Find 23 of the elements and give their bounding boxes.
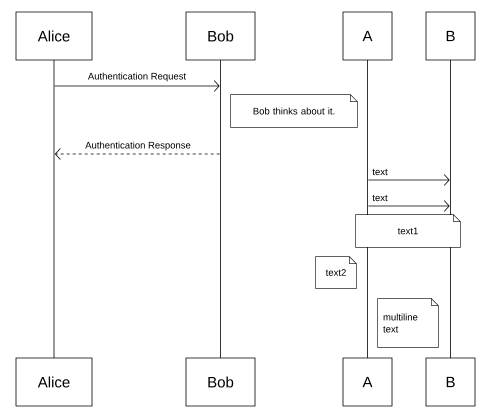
lifeline <box>450 60 451 358</box>
message-arrow <box>368 174 450 186</box>
participant-box: Alice <box>16 358 92 406</box>
edge-label: text <box>371 168 389 176</box>
note: text1 <box>355 214 461 248</box>
message-arrow <box>54 148 220 160</box>
participant-box: B <box>426 358 476 406</box>
note: Bob thinks about it. <box>230 94 358 128</box>
lifeline <box>367 60 368 358</box>
message-arrow <box>368 200 450 212</box>
edge-label: Authentication Response <box>84 140 192 152</box>
edge-label: text <box>371 194 389 202</box>
participant-box: Alice <box>16 12 92 60</box>
note: text2 <box>315 256 357 289</box>
participant-box: A <box>342 12 392 60</box>
participant-box: Bob <box>186 358 256 406</box>
note: multiline text <box>377 298 439 348</box>
participant-box: Bob <box>186 12 256 60</box>
message-arrow <box>54 80 220 92</box>
edge-label: Authentication Request <box>86 72 188 82</box>
participant-box: A <box>342 358 392 406</box>
lifeline <box>220 60 221 358</box>
participant-box: B <box>426 12 476 60</box>
